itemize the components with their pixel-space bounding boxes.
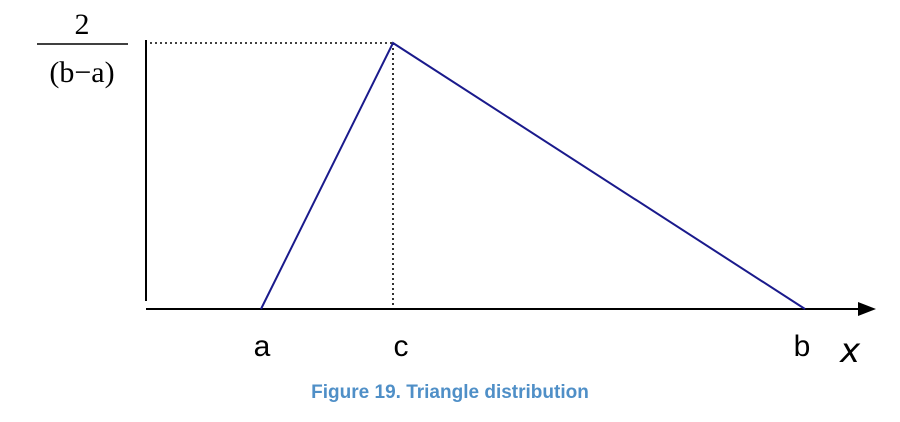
figure-caption: Figure 19. Triangle distribution (311, 382, 589, 403)
fraction-numerator: 2 (75, 8, 90, 41)
x-axis-arrow-icon (858, 302, 876, 316)
tick-label-c: c (394, 330, 409, 363)
tick-label-a: a (254, 330, 271, 363)
peak-density-label: 2 (b−a) (37, 8, 128, 89)
x-axis-variable-label: x (839, 331, 861, 371)
fraction-denominator: (b−a) (49, 56, 114, 89)
x-axis (146, 302, 876, 316)
tick-label-b: b (794, 330, 811, 363)
triangle-density-line (260, 41, 806, 310)
